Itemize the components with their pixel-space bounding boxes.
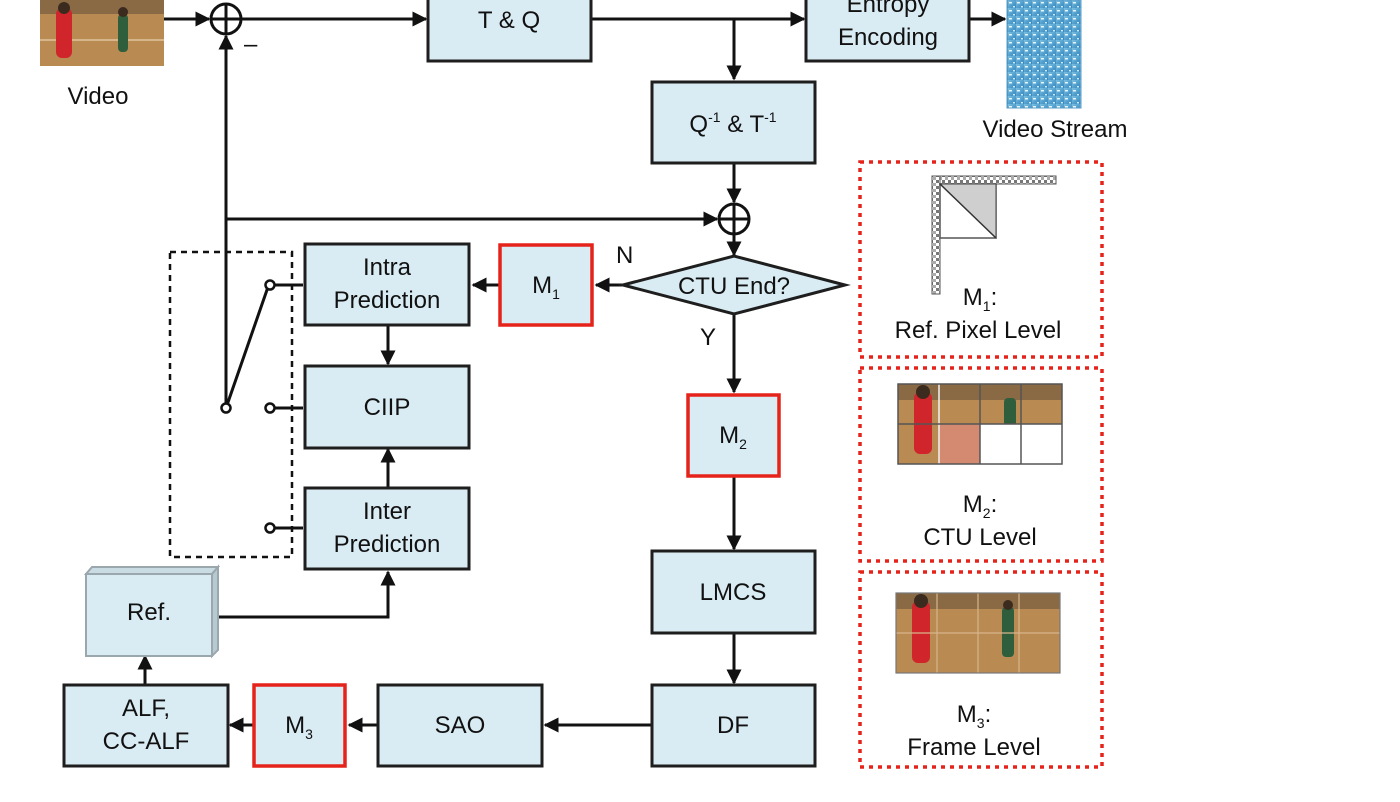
reconstruction-sum-node	[717, 202, 751, 236]
tq-label: T & Q	[478, 7, 540, 34]
inverse-qt-label: Q-1 & T-1	[689, 109, 776, 138]
ctu-end-decision	[617, 254, 851, 316]
connectors	[137, 11, 1007, 733]
intra-prediction-block	[303, 242, 471, 327]
no-branch-label: N	[616, 242, 633, 269]
m3-level-panel	[858, 570, 1104, 769]
m2-module	[686, 393, 781, 478]
alf-label-2: CC-ALF	[103, 728, 190, 755]
alf-label-1: ALF,	[122, 695, 170, 722]
ctu-grid-illustration	[897, 383, 1063, 465]
lmcs-label: LMCS	[700, 579, 767, 606]
ref-label: Ref.	[127, 599, 171, 626]
m1-level-title: M1:	[963, 284, 997, 314]
entropy-encoding-block	[804, 0, 971, 63]
df-block	[650, 683, 817, 768]
m3-level-title: M3:	[957, 701, 991, 731]
intra-label-2: Prediction	[334, 287, 441, 314]
video-thumbnail	[40, 0, 164, 66]
residual-sum-node	[209, 2, 243, 36]
m3-module-label: M3	[285, 712, 313, 742]
inter-label-1: Inter	[363, 498, 411, 525]
m1-module	[498, 243, 594, 327]
ref-pixel-illustration	[931, 175, 1057, 295]
m2-module-label: M2	[719, 422, 747, 452]
m1-level-desc: Ref. Pixel Level	[895, 317, 1062, 344]
prediction-switch	[220, 279, 276, 534]
ctu-end-label: CTU End?	[678, 273, 790, 300]
df-label: DF	[717, 712, 749, 739]
m2-level-title: M2:	[963, 491, 997, 521]
m2-level-panel	[858, 366, 1104, 563]
alf-block	[62, 683, 230, 768]
intra-label-1: Intra	[363, 254, 412, 281]
m1-level-panel	[858, 160, 1104, 359]
mode-selector-box	[168, 250, 294, 559]
ciip-block	[303, 364, 471, 450]
ciip-label: CIIP	[364, 394, 411, 421]
yes-branch-label: Y	[700, 324, 716, 351]
m3-module	[252, 683, 347, 768]
m2-level-desc: CTU Level	[923, 524, 1036, 551]
reference-buffer-block	[83, 564, 221, 659]
minus-sign: –	[244, 31, 258, 58]
lmcs-block	[650, 549, 817, 635]
sao-label: SAO	[435, 712, 486, 739]
entropy-label-1: Entropy	[847, 0, 930, 18]
inter-prediction-block	[303, 486, 471, 571]
m1-module-label: M1	[532, 272, 560, 302]
entropy-label-2: Encoding	[838, 24, 938, 51]
level-legend	[858, 160, 1104, 769]
sao-block	[376, 683, 544, 768]
video-stream-thumbnail	[1006, 0, 1082, 109]
inter-label-2: Prediction	[334, 531, 441, 558]
m3-level-desc: Frame Level	[907, 734, 1040, 761]
tq-block	[426, 0, 593, 63]
inverse-quant-transform-block	[650, 80, 817, 165]
frame-illustration	[895, 592, 1061, 674]
video-label: Video	[68, 83, 129, 110]
video-stream-label: Video Stream	[983, 116, 1128, 143]
